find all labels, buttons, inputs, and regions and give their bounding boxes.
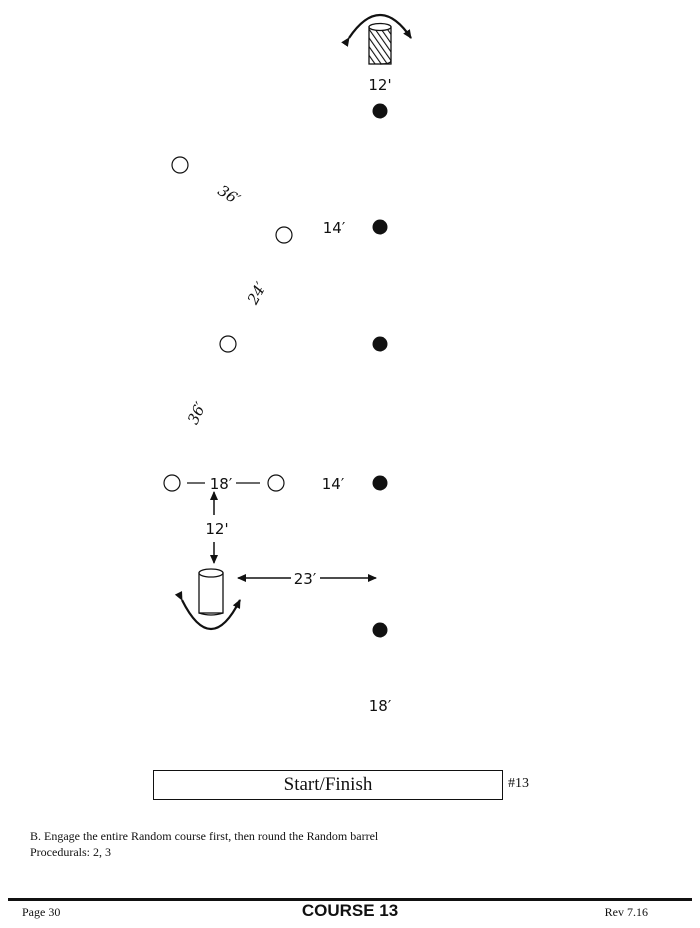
pole-marker: [372, 475, 388, 491]
cone-marker: [171, 156, 189, 174]
cone-marker: [219, 335, 237, 353]
start-finish-label: Start/Finish: [283, 774, 373, 795]
label-barrel-pole-distance: 23′: [294, 570, 317, 588]
label-pole-gap-lower: 14′: [322, 475, 345, 493]
label-cone-barrel-distance: 12': [205, 520, 228, 538]
label-distance-a: 36′: [215, 181, 244, 208]
start-finish-box: Start/Finish: [153, 770, 503, 800]
top-rotation-arrow: [341, 13, 412, 47]
page-number: Page 30: [22, 905, 61, 919]
procedurals-text: Procedurals: 2, 3: [30, 845, 111, 859]
course-diagram: 12' 14′ 14′ 18′ 36′ 24′ 36′ 18′ 12': [163, 13, 412, 715]
course-title: COURSE 13: [301, 901, 399, 920]
pole-marker: [372, 622, 388, 638]
revision-label: Rev 7.16: [604, 905, 648, 919]
pole-marker: [372, 103, 388, 119]
bottom-barrel: [198, 568, 224, 616]
label-top-barrel-distance: 12': [368, 76, 391, 94]
bottom-rotation-arrow: [174, 591, 241, 630]
top-barrel: [368, 22, 392, 65]
label-distance-c: 36′: [184, 399, 210, 428]
pole-marker: [372, 219, 388, 235]
label-pole-gap: 14′: [323, 219, 346, 237]
label-distance-b: 24′: [243, 279, 270, 309]
cone-marker: [163, 474, 181, 492]
cone-marker: [275, 226, 293, 244]
instruction-text: B. Engage the entire Random course first…: [30, 829, 379, 843]
cone-marker: [267, 474, 285, 492]
pole-marker: [372, 336, 388, 352]
course-number: #13: [508, 776, 529, 791]
label-cone-pair-distance: 18′: [210, 475, 233, 493]
footer-divider: [8, 898, 692, 901]
label-bottom-gap: 18′: [369, 697, 392, 715]
